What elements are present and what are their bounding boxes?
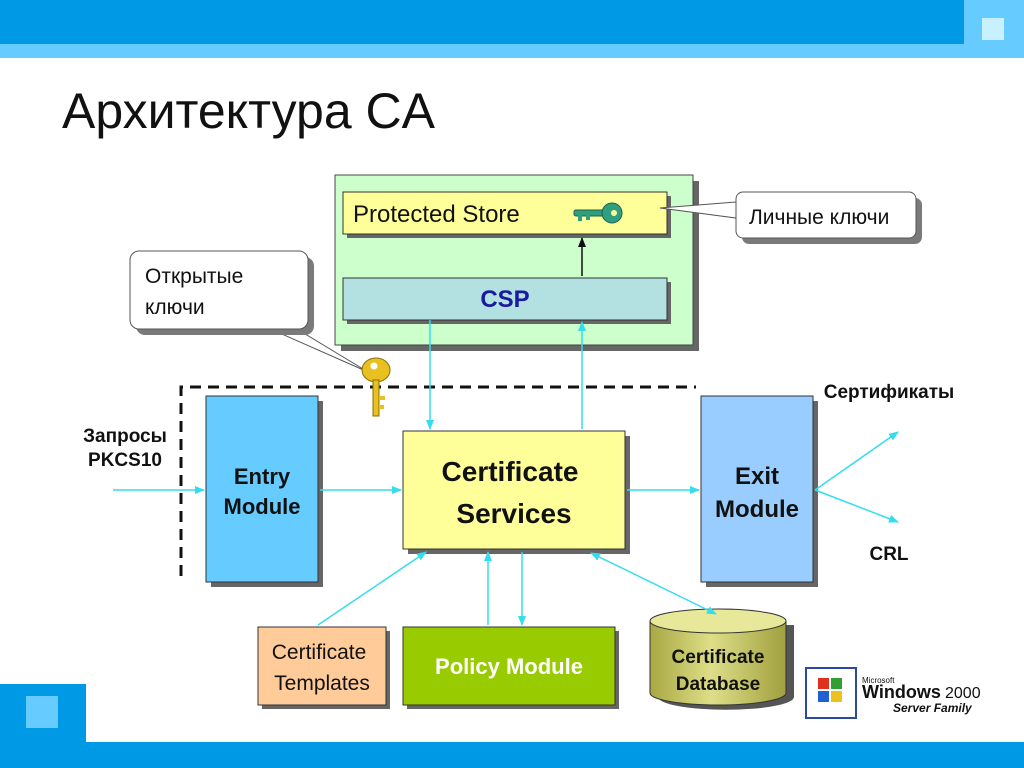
exit-to-certificates-arrow [814, 431, 899, 491]
certificate-templates-label-line2: Templates [274, 672, 370, 695]
private-keys-label: Личные ключи [749, 206, 889, 229]
certificate-services-label-line1: Certificate [442, 456, 579, 487]
policy-module-label: Policy Module [435, 654, 583, 679]
public-keys-callout: Открытые ключи [129, 250, 369, 373]
version-label: 2000 [945, 685, 981, 702]
csp-label: CSP [480, 286, 529, 313]
public-keys-label-line2: ключи [145, 296, 205, 319]
top-banner [0, 0, 1024, 44]
requests-label-line2: PKCS10 [88, 450, 162, 471]
templates-to-services-arrow [317, 551, 427, 626]
certificate-templates-label-line1: Certificate [272, 641, 367, 664]
corner-square-top [964, 0, 1024, 58]
certificate-services-box: Certificate Services [402, 430, 630, 554]
certificate-services-label-line2: Services [456, 498, 571, 529]
crl-label: CRL [869, 544, 908, 565]
protected-store-label: Protected Store [353, 201, 520, 228]
entry-module-label-line1: Entry [234, 464, 291, 489]
certificate-database-label-line2: Database [676, 674, 761, 695]
microsoft-label: Microsoft [862, 676, 895, 685]
certificate-database-cylinder: Certificate Database [649, 608, 794, 710]
requests-label-line1: Запросы [83, 426, 167, 447]
top-stripe [0, 44, 1024, 58]
windows-label: Windows [862, 682, 941, 702]
private-key-icon [573, 202, 623, 224]
page-title: Архитектура CA [62, 83, 435, 139]
certificate-database-label-line1: Certificate [672, 647, 765, 668]
bottom-banner [0, 742, 1024, 768]
public-key-icon [361, 357, 391, 417]
exit-to-crl-arrow [814, 489, 899, 523]
corner-square-bottom [0, 684, 86, 742]
exit-module-label-line1: Exit [735, 463, 779, 490]
certificate-templates-box: Certificate Templates [257, 626, 390, 709]
exit-module-label-line2: Module [715, 496, 799, 523]
flow-arrows [113, 320, 899, 626]
certificates-label: Сертификаты [824, 382, 955, 403]
entry-module-label-line2: Module [224, 494, 301, 519]
public-keys-label-line1: Открытые [145, 265, 243, 288]
services-database-arrow [590, 552, 717, 615]
csp-box: CSP [342, 277, 671, 324]
policy-module-box: Policy Module [402, 626, 619, 709]
boundary-dashed-line [179, 385, 696, 576]
entry-module-box: Entry Module [205, 395, 323, 587]
windows-flag-icon [818, 678, 842, 702]
exit-module-box: Exit Module [700, 395, 818, 587]
windows-2000-logo: Microsoft Windows 2000 Server Family [805, 667, 981, 719]
private-keys-callout: Личные ключи [659, 191, 922, 244]
server-family-label: Server Family [893, 701, 973, 715]
